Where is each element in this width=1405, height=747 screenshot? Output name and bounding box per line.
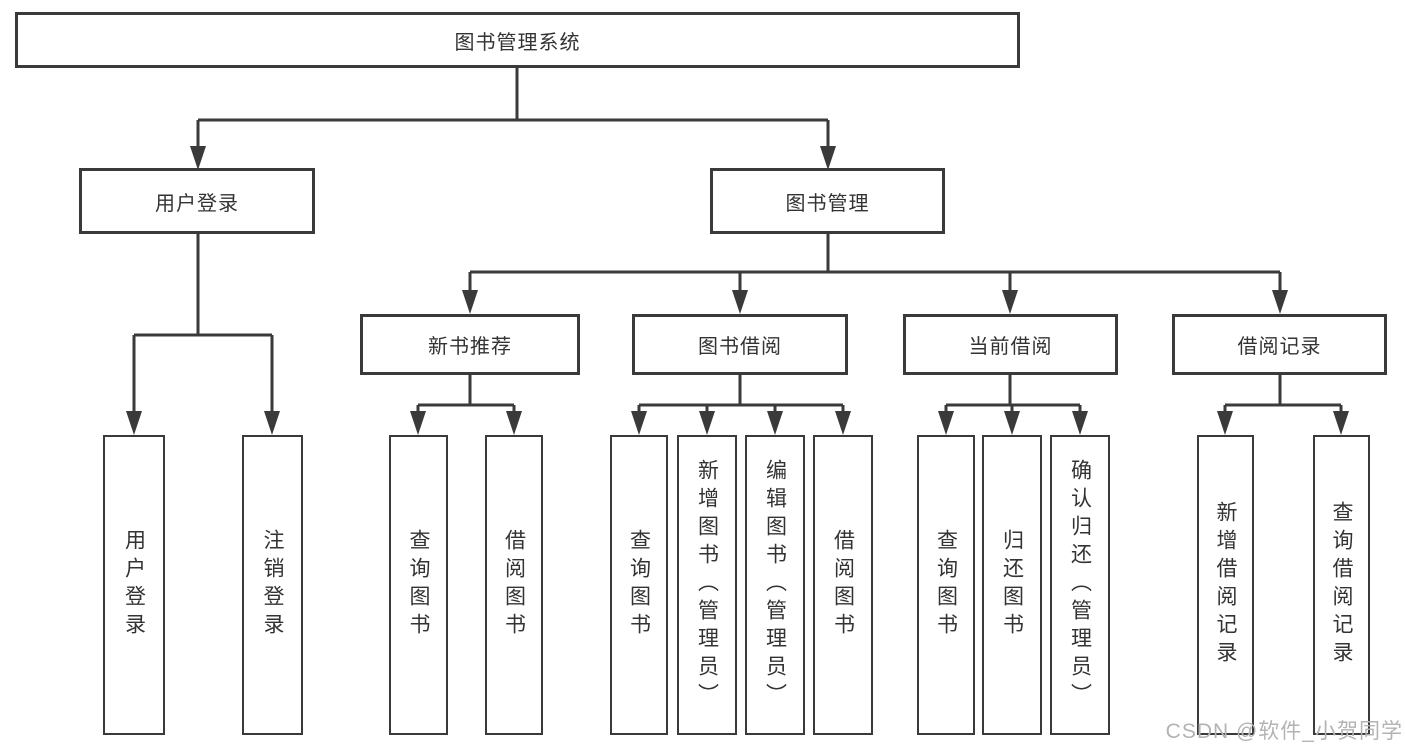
leaf-borrow-books-recommend: 借阅图书 bbox=[485, 435, 543, 735]
node-book-borrow-label: 图书借阅 bbox=[698, 336, 782, 358]
leaf-add-books-admin: 新增图书（管理员） bbox=[677, 435, 737, 735]
node-current-borrow: 当前借阅 bbox=[903, 314, 1118, 375]
leaf-user-login: 用户登录 bbox=[103, 435, 165, 735]
node-user-login-label: 用户登录 bbox=[155, 192, 239, 215]
connector-current-borrow-children bbox=[944, 375, 1082, 413]
leaf-return-books: 归还图书 bbox=[982, 435, 1042, 735]
node-root-library-system: 图书管理系统 bbox=[15, 12, 1020, 68]
arrowheads-new-book-recommend-children bbox=[410, 411, 522, 435]
leaf-query-books-current-label: 查询图书 bbox=[934, 529, 958, 641]
leaf-query-borrow-record: 查询借阅记录 bbox=[1313, 435, 1370, 735]
arrowheads-current-borrow-children bbox=[938, 411, 1088, 435]
leaf-borrow-books-label: 借阅图书 bbox=[831, 529, 855, 641]
leaf-query-books-current: 查询图书 bbox=[917, 435, 975, 735]
leaf-add-books-admin-label: 新增图书（管理员） bbox=[695, 459, 719, 711]
leaf-borrow-books-recommend-label: 借阅图书 bbox=[502, 529, 526, 641]
node-user-login: 用户登录 bbox=[79, 168, 315, 234]
connector-new-book-recommend-children bbox=[416, 375, 516, 413]
node-borrow-records: 借阅记录 bbox=[1172, 314, 1387, 375]
leaf-query-books-recommend-label: 查询图书 bbox=[407, 529, 430, 641]
connector-book-management-children bbox=[468, 234, 1282, 292]
leaf-query-books-recommend: 查询图书 bbox=[389, 435, 448, 735]
csdn-watermark: CSDN @软件_小贺同学 bbox=[1165, 720, 1403, 743]
leaf-query-borrow-record-label: 查询借阅记录 bbox=[1330, 501, 1353, 669]
node-borrow-records-label: 借阅记录 bbox=[1237, 336, 1322, 358]
leaf-return-books-label: 归还图书 bbox=[1000, 529, 1024, 641]
arrowheads-book-borrow-children bbox=[631, 411, 851, 435]
arrowheads-user-login-children bbox=[126, 411, 280, 435]
leaf-add-borrow-record: 新增借阅记录 bbox=[1197, 435, 1254, 735]
leaf-query-books-borrow: 查询图书 bbox=[610, 435, 668, 735]
node-new-book-recommend-label: 新书推荐 bbox=[428, 336, 512, 358]
connector-user-login-children bbox=[132, 234, 274, 413]
leaf-user-login-label: 用户登录 bbox=[122, 529, 146, 641]
leaf-edit-books-admin: 编辑图书（管理员） bbox=[745, 435, 805, 735]
node-current-borrow-label: 当前借阅 bbox=[968, 336, 1053, 358]
node-root-label: 图书管理系统 bbox=[454, 31, 581, 54]
node-book-management-label: 图书管理 bbox=[785, 192, 870, 215]
connector-book-borrow-children bbox=[637, 375, 845, 413]
arrowheads-level3 bbox=[462, 290, 1288, 314]
arrowheads-borrow-records-children bbox=[1217, 411, 1349, 435]
connector-borrow-records-children bbox=[1223, 375, 1343, 413]
node-book-borrow: 图书借阅 bbox=[632, 314, 848, 375]
node-book-management: 图书管理 bbox=[710, 168, 945, 234]
connector-root-to-level2 bbox=[196, 68, 830, 148]
leaf-logout-label: 注销登录 bbox=[261, 529, 284, 641]
node-new-book-recommend: 新书推荐 bbox=[360, 314, 580, 375]
leaf-add-borrow-record-label: 新增借阅记录 bbox=[1214, 501, 1237, 669]
leaf-borrow-books: 借阅图书 bbox=[813, 435, 873, 735]
leaf-confirm-return-admin: 确认归还（管理员） bbox=[1050, 435, 1110, 735]
leaf-edit-books-admin-label: 编辑图书（管理员） bbox=[763, 459, 787, 711]
arrowheads-level2 bbox=[190, 146, 836, 170]
leaf-logout: 注销登录 bbox=[242, 435, 303, 735]
leaf-confirm-return-admin-label: 确认归还（管理员） bbox=[1068, 459, 1092, 711]
leaf-query-books-borrow-label: 查询图书 bbox=[627, 529, 651, 641]
